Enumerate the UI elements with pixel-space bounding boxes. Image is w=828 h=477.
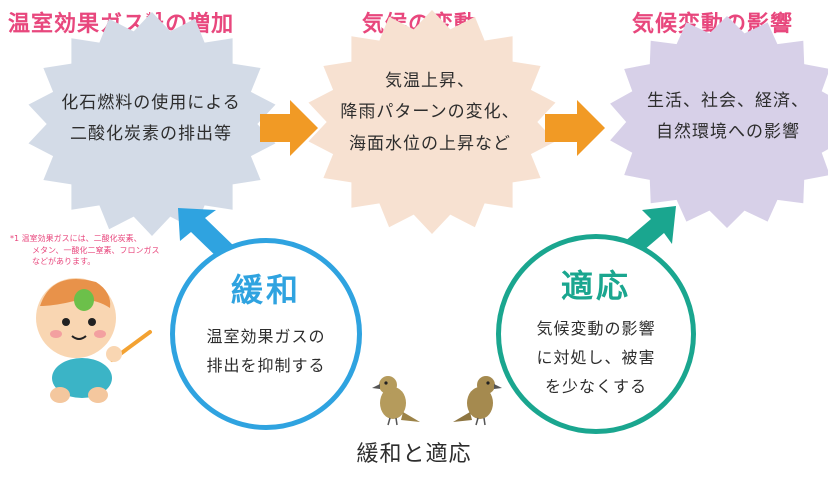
burst-ghg-line-2: 二酸化炭素の排出等 xyxy=(70,124,232,145)
footnote-line-2: メタン、一酸化二窒素、フロンガス xyxy=(32,245,160,255)
burst-ghg-shape xyxy=(28,12,276,236)
burst-climate-line-1: 気温上昇、 xyxy=(385,71,475,91)
adaptation-line-2: に対処し、被害 xyxy=(536,347,656,367)
burst-impact-text: 生活、社会、経済、 自然環境への影響 xyxy=(628,86,828,149)
burst-climate-line-3: 海面水位の上昇など xyxy=(349,133,511,154)
bird-left xyxy=(372,376,420,426)
burst-impact-shape xyxy=(610,16,828,228)
footnote-ghg: *1 温室効果ガスには、二酸化炭素、 メタン、一酸化二窒素、フロンガス などがあ… xyxy=(10,233,160,268)
diagram-caption: 緩和と適応 xyxy=(356,442,472,467)
burst-ghg-line-1: 化石燃料の使用による xyxy=(61,93,241,113)
burst-climate-shape xyxy=(308,10,556,234)
footnote-line-1: *1 温室効果ガスには、二酸化炭素、 xyxy=(10,234,142,243)
mitigation-line-2: 排出を抑制する xyxy=(206,355,326,375)
mitigation-circle: 緩和 温室効果ガスの 排出を抑制する xyxy=(170,238,362,430)
mitigation-body: 温室効果ガスの 排出を抑制する xyxy=(175,323,357,381)
adaptation-body: 気候変動の影響 に対処し、被害 を少なくする xyxy=(501,315,691,401)
adaptation-line-3: を少なくする xyxy=(544,376,647,396)
mascot-character xyxy=(36,278,152,403)
adaptation-line-1: 気候変動の影響 xyxy=(536,319,656,338)
mitigation-line-1: 温室効果ガスの xyxy=(206,327,326,346)
burst-ghg-text: 化石燃料の使用による 二酸化炭素の排出等 xyxy=(46,88,256,151)
adaptation-circle: 適応 気候変動の影響 に対処し、被害 を少なくする xyxy=(496,234,696,434)
footnote-line-3: などがあります。 xyxy=(32,257,96,267)
arrow-ghg-to-climate xyxy=(260,100,318,156)
burst-climate-line-2: 降雨パターンの変化、 xyxy=(340,102,520,123)
bird-right xyxy=(453,376,502,426)
burst-impact-line-2: 自然環境への影響 xyxy=(656,122,800,143)
burst-climate-text: 気温上昇、 降雨パターンの変化、 海面水位の上昇など xyxy=(330,66,530,160)
adaptation-title: 適応 xyxy=(560,267,631,305)
burst-impact-line-1: 生活、社会、経済、 xyxy=(647,91,809,111)
mitigation-title: 緩和 xyxy=(230,271,301,309)
arrow-climate-to-impact xyxy=(545,100,605,156)
